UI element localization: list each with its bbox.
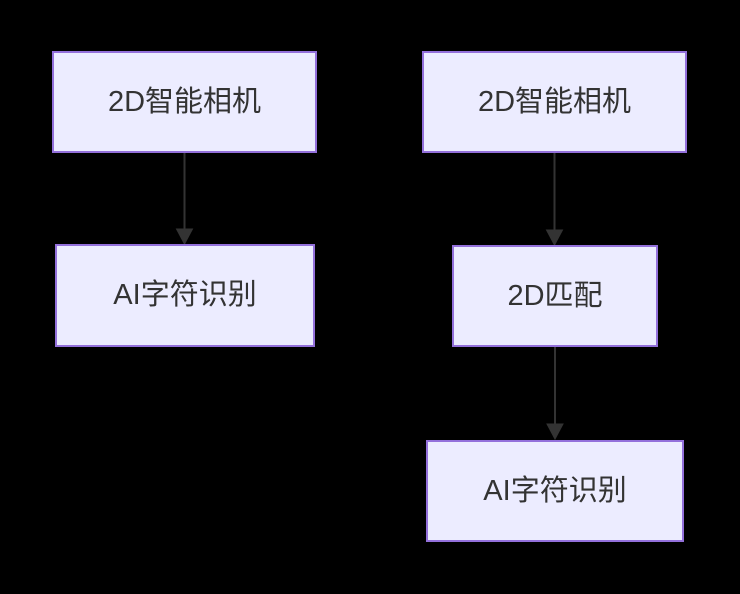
flow-node-right-ocr: AI字符识别 xyxy=(426,440,684,542)
flow-node-left-camera: 2D智能相机 xyxy=(52,51,317,153)
flow-node-right-ocr-label: AI字符识别 xyxy=(483,474,627,507)
arrow-left-camera-to-ocr xyxy=(175,153,194,246)
flow-node-left-ocr-label: AI字符识别 xyxy=(113,279,257,311)
flow-node-right-match: 2D匹配 xyxy=(452,245,658,347)
arrow-right-camera-to-match xyxy=(545,153,564,247)
flow-node-right-match-label: 2D匹配 xyxy=(507,279,603,312)
arrow-right-match-to-ocr xyxy=(546,347,564,441)
flow-node-left-ocr: AI字符识别 xyxy=(55,244,315,347)
flow-node-right-camera-label: 2D智能相机 xyxy=(477,85,632,118)
flow-node-right-camera: 2D智能相机 xyxy=(422,51,687,153)
flow-node-left-camera-label: 2D智能相机 xyxy=(107,85,262,118)
